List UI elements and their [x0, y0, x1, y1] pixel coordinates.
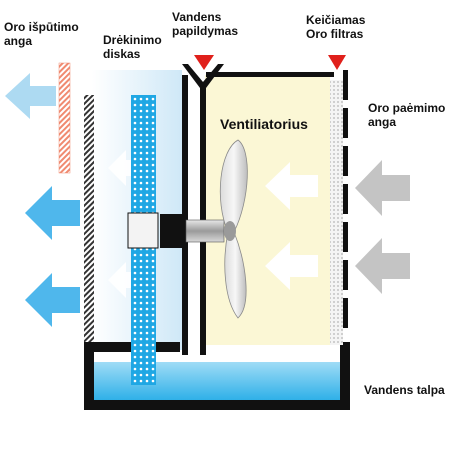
fan-shaft: [185, 219, 225, 243]
label-air-intake-line1: Oro paėmimo: [368, 101, 446, 115]
outlet-grille: [58, 62, 71, 174]
label-water-fill-line2: papildymas: [172, 24, 239, 38]
divider-top: [206, 72, 334, 77]
label-replaceable-filter-line2: Oro filtras: [306, 27, 364, 41]
label-water-fill: Vandens papildymas: [172, 10, 238, 38]
intake-grille-slat: [343, 298, 348, 328]
intake-grille-slat: [343, 108, 348, 138]
intake-grille: [343, 70, 348, 328]
outlet-arrow: [108, 262, 131, 298]
label-air-outlet: Oro išpūtimo anga: [4, 20, 79, 48]
intake-arrow-inner: [265, 242, 318, 290]
intake-arrow: [355, 160, 410, 216]
filter-marker: [328, 55, 346, 70]
fan-blade-top: [219, 139, 248, 233]
replaceable-filter: [330, 80, 343, 345]
label-humidifier-disc-line1: Drėkinimo: [103, 33, 162, 47]
inner-grille: [84, 95, 94, 345]
motor-hub: [160, 214, 186, 248]
label-air-intake: Oro paėmimo anga: [368, 101, 445, 129]
tank-housing: [84, 342, 350, 410]
label-humidifier-disc: Drėkinimo diskas: [103, 33, 162, 61]
label-replaceable-filter-line1: Keičiamas: [306, 13, 366, 27]
label-air-outlet-line1: Oro išpūtimo: [4, 20, 79, 34]
outlet-arrow: [25, 186, 80, 240]
fan-hub: [224, 221, 236, 241]
outlet-arrow: [25, 273, 80, 327]
label-water-tank: Vandens talpa: [364, 383, 445, 397]
outlet-arrow: [108, 150, 131, 186]
fill-funnel: [182, 64, 224, 355]
fan-blade-bottom: [224, 231, 247, 319]
intake-grille-slat: [343, 184, 348, 214]
label-water-fill-line1: Vandens: [172, 10, 222, 24]
disc-axle-mount: [127, 212, 159, 249]
label-fan: Ventiliatorius: [220, 116, 308, 132]
label-replaceable-filter: Keičiamas Oro filtras: [306, 13, 365, 41]
label-humidifier-disc-line2: diskas: [103, 47, 141, 61]
intake-grille-slat: [343, 146, 348, 176]
outlet-arrow: [5, 73, 56, 119]
label-air-intake-line2: anga: [368, 115, 397, 129]
intake-grille-slat: [343, 260, 348, 290]
intake-arrow: [355, 238, 410, 294]
intake-grille-slat: [343, 222, 348, 252]
water-fill-marker: [194, 55, 214, 70]
label-air-outlet-line2: anga: [4, 34, 33, 48]
water: [94, 362, 340, 400]
intake-arrow-inner: [265, 162, 318, 210]
intake-grille-slat: [343, 70, 348, 100]
